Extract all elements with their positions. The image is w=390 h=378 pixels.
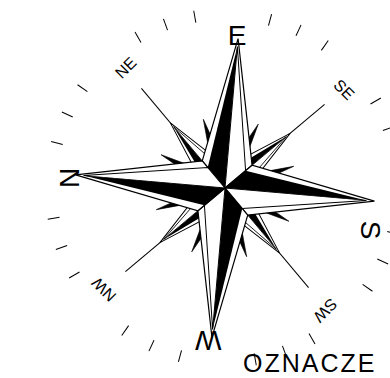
direction-letter: S [356,221,384,240]
direction-label: NE [112,54,139,81]
direction-label: SW [310,295,340,325]
direction-label: NW [89,274,119,304]
legend-heading: OZNACZE [243,351,376,376]
compass-star [62,25,387,350]
direction-letter: W [195,326,221,354]
direction-letter: N [56,168,84,188]
tick-marks [48,11,390,366]
direction-letter: E [228,22,247,50]
direction-label: SE [331,77,357,103]
